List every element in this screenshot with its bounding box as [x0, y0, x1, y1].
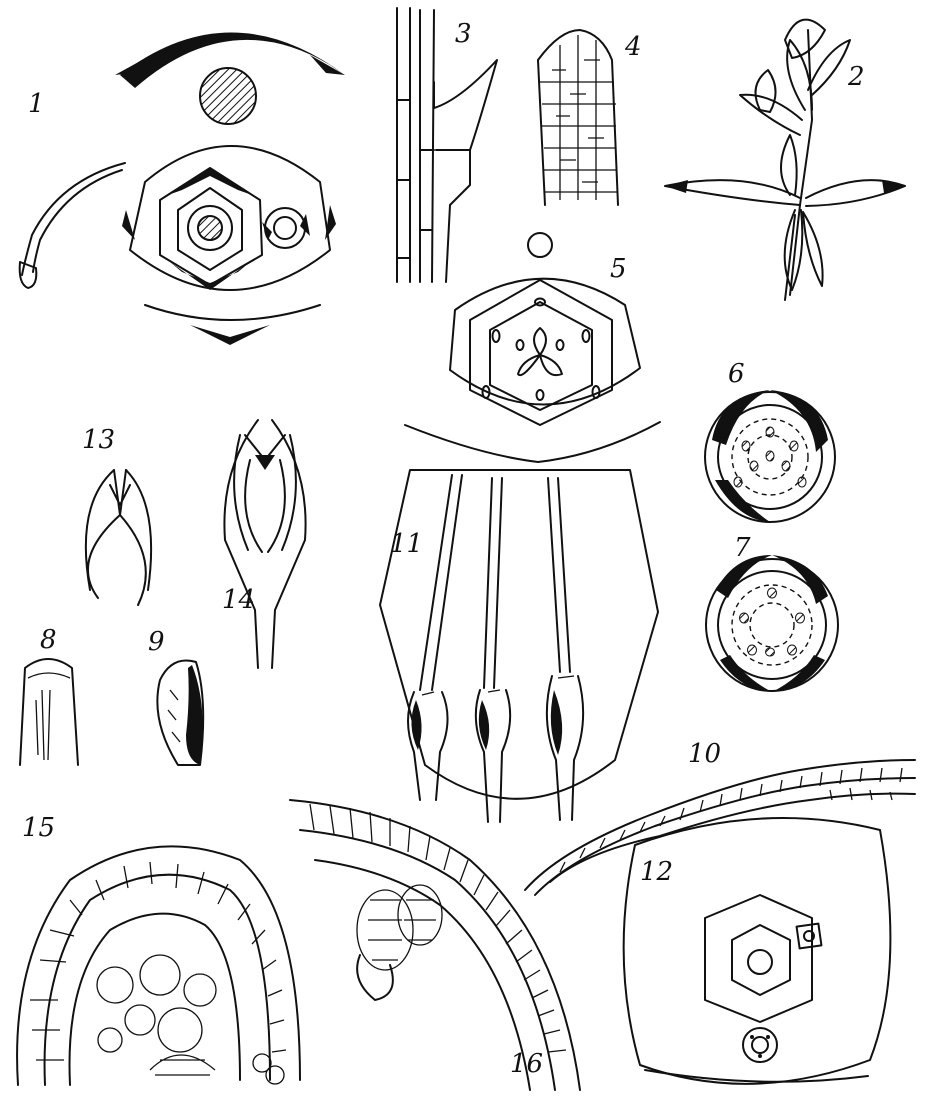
figure-12-label: 12 [640, 857, 673, 887]
figure-14-label: 14 [222, 585, 255, 615]
figure-10-tissue-strip: 10 [525, 739, 915, 895]
figure-8-tip: 8 [20, 625, 78, 765]
figure-8-label: 8 [40, 625, 57, 655]
figure-11-stamen-group: 11 [380, 470, 658, 822]
figure-11-label: 11 [390, 529, 423, 559]
figure-1-label: 1 [28, 89, 45, 119]
figure-6-label: 6 [728, 359, 745, 389]
figure-15-label: 15 [22, 813, 55, 843]
figure-15-tissue-section: 15 [17, 813, 300, 1085]
figure-16-curved-tissue: 16 [290, 800, 580, 1090]
figure-4-cellular-apex: 4 [538, 30, 642, 205]
figure-9-label: 9 [148, 627, 165, 657]
figure-2-flowering-shoot: 2 [665, 20, 905, 300]
figure-16-label: 16 [510, 1049, 543, 1079]
figure-3-label: 3 [455, 19, 472, 49]
figure-1-floral-diagram: 1 [20, 33, 345, 346]
figure-7-label: 7 [734, 533, 751, 563]
figure-3-filament-cells: 3 [397, 8, 497, 282]
figure-14-pistil-section: 14 [222, 420, 306, 668]
figure-6-cross-section: 6 [705, 359, 835, 522]
figure-12-floral-diagram: 12 [624, 818, 891, 1084]
figure-7-cross-section: 7 [706, 533, 838, 692]
figure-5-label: 5 [610, 254, 627, 284]
figure-2-label: 2 [847, 62, 865, 92]
figure-9-seed: 9 [148, 627, 203, 765]
figure-10-label: 10 [688, 739, 721, 769]
figure-5-floral-diagram: 5 [405, 233, 660, 462]
figure-4-label: 4 [624, 32, 642, 62]
figure-13-label: 13 [82, 425, 115, 455]
figure-13-section-outline: 13 [82, 425, 151, 605]
